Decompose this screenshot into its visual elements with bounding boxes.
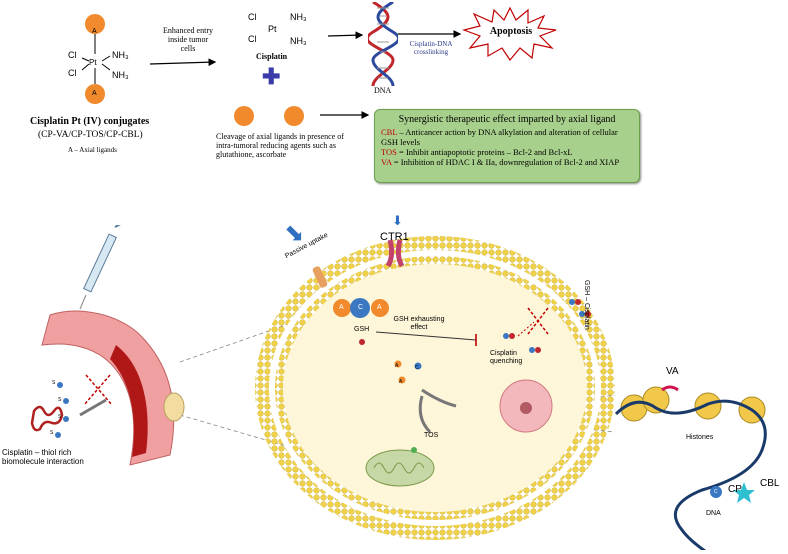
thiol-protein-icon: [30, 405, 64, 432]
apoptosis-label: Apoptosis: [489, 26, 533, 37]
dna-label: DNA: [374, 86, 392, 95]
histones-label: Histones: [686, 434, 714, 441]
free-c-label: C: [415, 365, 419, 371]
cbl-label: CBL: [760, 478, 780, 489]
synergy-title: Synergistic therapeutic effect imparted …: [398, 114, 616, 125]
synergy-box: Synergistic therapeutic effect imparted …: [374, 109, 640, 183]
plus-icon: ✚: [262, 64, 281, 89]
histone-2: [642, 386, 670, 414]
synergy-va: VA = Inhibition of HDAC I & IIa, downreg…: [381, 157, 620, 167]
entry-ligand-c: [350, 298, 370, 318]
gsh-cisplatin-label: GSH – Cisplatin: [583, 280, 590, 330]
cisplatin-label: Cisplatin: [256, 52, 288, 61]
va-mark-icon: [661, 385, 679, 392]
cis-pt-label: Pt: [268, 24, 277, 34]
passive-channel: [312, 266, 328, 288]
free-a-label: A: [395, 363, 399, 369]
cell-ligand-a1-label: A: [339, 304, 344, 311]
cell-ligand-a2-label: A: [377, 304, 382, 311]
cis-nh2-label: NH₃: [290, 36, 307, 46]
axial-ligand-bottom: [85, 84, 105, 104]
right-dna-label: DNA: [706, 510, 721, 517]
axial-ligand-note: A – Axial ligands: [68, 146, 117, 154]
thiol-s2-label: S: [58, 397, 62, 403]
tumor-cell: [255, 236, 615, 540]
synergy-tos: TOS = Inhibit antiapoptotic proteins – B…: [381, 147, 573, 157]
ctr1-channel: [385, 239, 405, 268]
va-label: VA: [666, 366, 679, 377]
cis-cl1-label: Cl: [248, 12, 257, 22]
pt-iv-structure: [81, 14, 111, 104]
dna-helix-icon: [368, 2, 398, 86]
cis-nh1-label: NH₃: [290, 12, 307, 22]
cp-bead-label: C: [714, 489, 718, 495]
cleaved-ligand-2: [284, 106, 304, 126]
enhanced-entry-text: Enhanced entry inside tumor cells: [163, 26, 213, 53]
ligand-a-top-label: A: [92, 28, 97, 35]
arrow-entry: [149, 58, 217, 67]
conjugates-list: (CP-VA/CP-TOS/CP-CBL): [38, 130, 143, 140]
thiol-s3-label: S: [58, 414, 62, 420]
cp-bead: [710, 486, 722, 498]
synergy-cbl: CBL – Anticancer action by DNA alkylatio…: [381, 127, 618, 147]
ctr1-arrow-icon: ⬇: [392, 213, 403, 228]
pt-center-label: Pt: [89, 58, 97, 67]
thiol-s4-label: S: [50, 430, 54, 436]
cell-ligand-c-label: C: [358, 304, 364, 311]
entry-ligand-a2: [371, 299, 389, 317]
thiol-s1-label: S: [52, 380, 56, 386]
conjugates-title: Cisplatin Pt (IV) conjugates: [30, 116, 150, 127]
pt-nh2-label: NH₃: [112, 70, 129, 80]
free-a2-label: A: [399, 379, 403, 385]
cp-label: CP: [728, 484, 742, 495]
pt-cl2-label: Cl: [68, 68, 77, 78]
ligand-a-bottom-label: A: [92, 90, 97, 97]
chromatin: [614, 385, 767, 550]
cleaved-ligands: [234, 106, 304, 126]
syringe-icon: [83, 233, 117, 293]
entry-ligand-a1: [333, 299, 351, 317]
pt-nh1-label: NH₃: [112, 50, 129, 60]
blood-vessel: [30, 225, 185, 466]
cis-cl2-label: Cl: [248, 34, 257, 44]
ctr1-label: CTR1: [380, 231, 409, 243]
axial-ligand-top: [85, 14, 105, 34]
cytoplasm: [283, 264, 587, 512]
cleaved-ligand-1: [234, 106, 254, 126]
cbl-star-icon: [733, 482, 755, 503]
tos-label: TOS: [424, 432, 439, 439]
pt-cl1-label: Cl: [68, 50, 77, 60]
histone-3: [694, 392, 722, 420]
arrow-to-dna: [327, 31, 364, 40]
cleavage-text: Cleavage of axial ligands in presence of…: [216, 132, 344, 159]
gsh-label: GSH: [354, 326, 370, 333]
mitochondrion: [365, 449, 435, 487]
apoptosis-burst-icon: [462, 6, 557, 62]
